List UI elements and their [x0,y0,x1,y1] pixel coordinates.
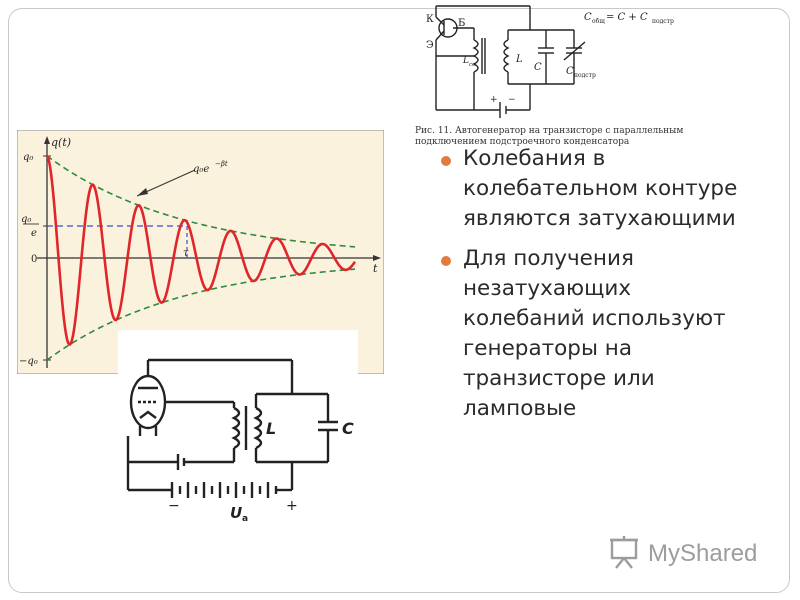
label-coupling-coil-sub: св [469,62,475,68]
label-anode-voltage: U [230,504,242,522]
presentation-board-icon [610,536,638,569]
myshared-logo: MyShared [606,536,766,570]
bullet-text: Для получения незатухающих колебаний исп… [463,246,726,421]
label-inductor: L [266,419,276,438]
bullet-dot-icon [441,256,451,266]
envelope-upper [46,155,356,248]
formula-lhs: C [584,12,592,23]
label-coupling-coil: L [462,56,469,66]
x-axis-label: t [373,262,378,275]
label-emitter: Э [426,40,434,51]
formula-rhs-sub: подстр [652,18,674,25]
envelope-lower [46,268,356,361]
formula-rhs: = C + C [606,12,648,23]
y-axis-label: q(t) [51,136,71,149]
label-battery-plus: + [490,95,498,105]
bullet-text: Колебания в колебательном контуре являют… [463,146,738,231]
bullet-list: Колебания в колебательном контуре являют… [441,144,741,434]
label-collector: К [426,14,434,25]
label-q0-over-e-num: q₀ [21,214,31,225]
label-envelope: q₀e [193,164,209,175]
label-anode-voltage-sub: a [242,514,248,522]
label-minus: − [168,498,180,514]
label-inductor: L [515,54,523,65]
label-capacitor: C [342,419,354,438]
figure-caption: Рис. 11. Автогенератор на транзисторе с … [415,126,684,147]
label-capacitor: C [534,62,542,73]
label-zero: 0 [31,254,37,265]
label-base: Б [458,18,465,29]
label-trimmer-capacitor-sub: подстр [574,72,596,79]
label-envelope-exp: −βt [215,160,228,168]
lamp-oscillator-figure: L C U a − + [118,330,358,522]
label-minus-q0: −q₀ [19,356,38,367]
label-tau: τ [183,248,189,259]
transistor-oscillator-figure: К Б Э L св L C C подстр + − C общ = C + … [408,0,700,162]
damped-oscillation-curve [45,155,357,346]
bullet-item: Для получения незатухающих колебаний исп… [441,244,741,424]
label-plus: + [286,498,298,514]
logo-text: MyShared [648,540,758,567]
label-q0: q₀ [23,152,33,163]
label-q0-over-e-den: e [31,228,37,239]
bullet-dot-icon [441,156,451,166]
label-trimmer-capacitor: C [566,66,574,77]
label-battery-minus: − [508,95,516,105]
bullet-item: Колебания в колебательном контуре являют… [441,144,741,234]
formula-lhs-sub: общ [592,18,605,25]
